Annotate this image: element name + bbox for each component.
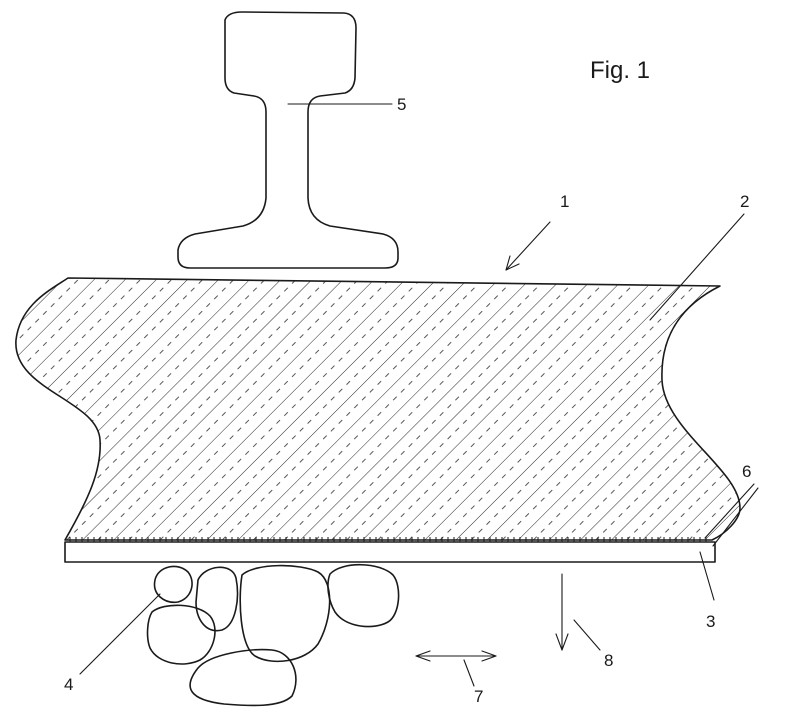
track-slab [15, 277, 741, 541]
stone [146, 604, 216, 665]
label-4: 4 [64, 675, 73, 694]
stone [153, 565, 193, 604]
label-6: 6 [742, 462, 751, 481]
stone [189, 648, 297, 707]
arrow-7 [415, 650, 497, 662]
ballast-stones [146, 563, 400, 707]
label-1: 1 [560, 192, 569, 211]
rail [177, 11, 399, 269]
stone [327, 563, 400, 628]
arrow-1 [505, 221, 551, 271]
figure-label: Fig. 1 [590, 57, 650, 84]
leader-7 [463, 659, 475, 687]
arrow-8 [555, 573, 569, 651]
leader-6b [712, 487, 759, 547]
label-7: 7 [474, 687, 483, 706]
label-2: 2 [740, 192, 749, 211]
stone [195, 566, 239, 632]
leader-8 [573, 619, 601, 651]
base-layer [64, 537, 716, 563]
leader-6a [704, 483, 755, 539]
leader-2 [649, 213, 745, 321]
leader-lines [79, 103, 759, 687]
interface-ticks [69, 537, 707, 542]
leader-3 [699, 551, 715, 601]
leader-4 [79, 593, 161, 675]
label-5: 5 [397, 95, 406, 114]
label-8: 8 [604, 651, 613, 670]
label-3: 3 [706, 612, 715, 631]
stone [239, 564, 331, 663]
reference-numerals: 1 2 3 4 5 6 7 8 [64, 95, 751, 706]
